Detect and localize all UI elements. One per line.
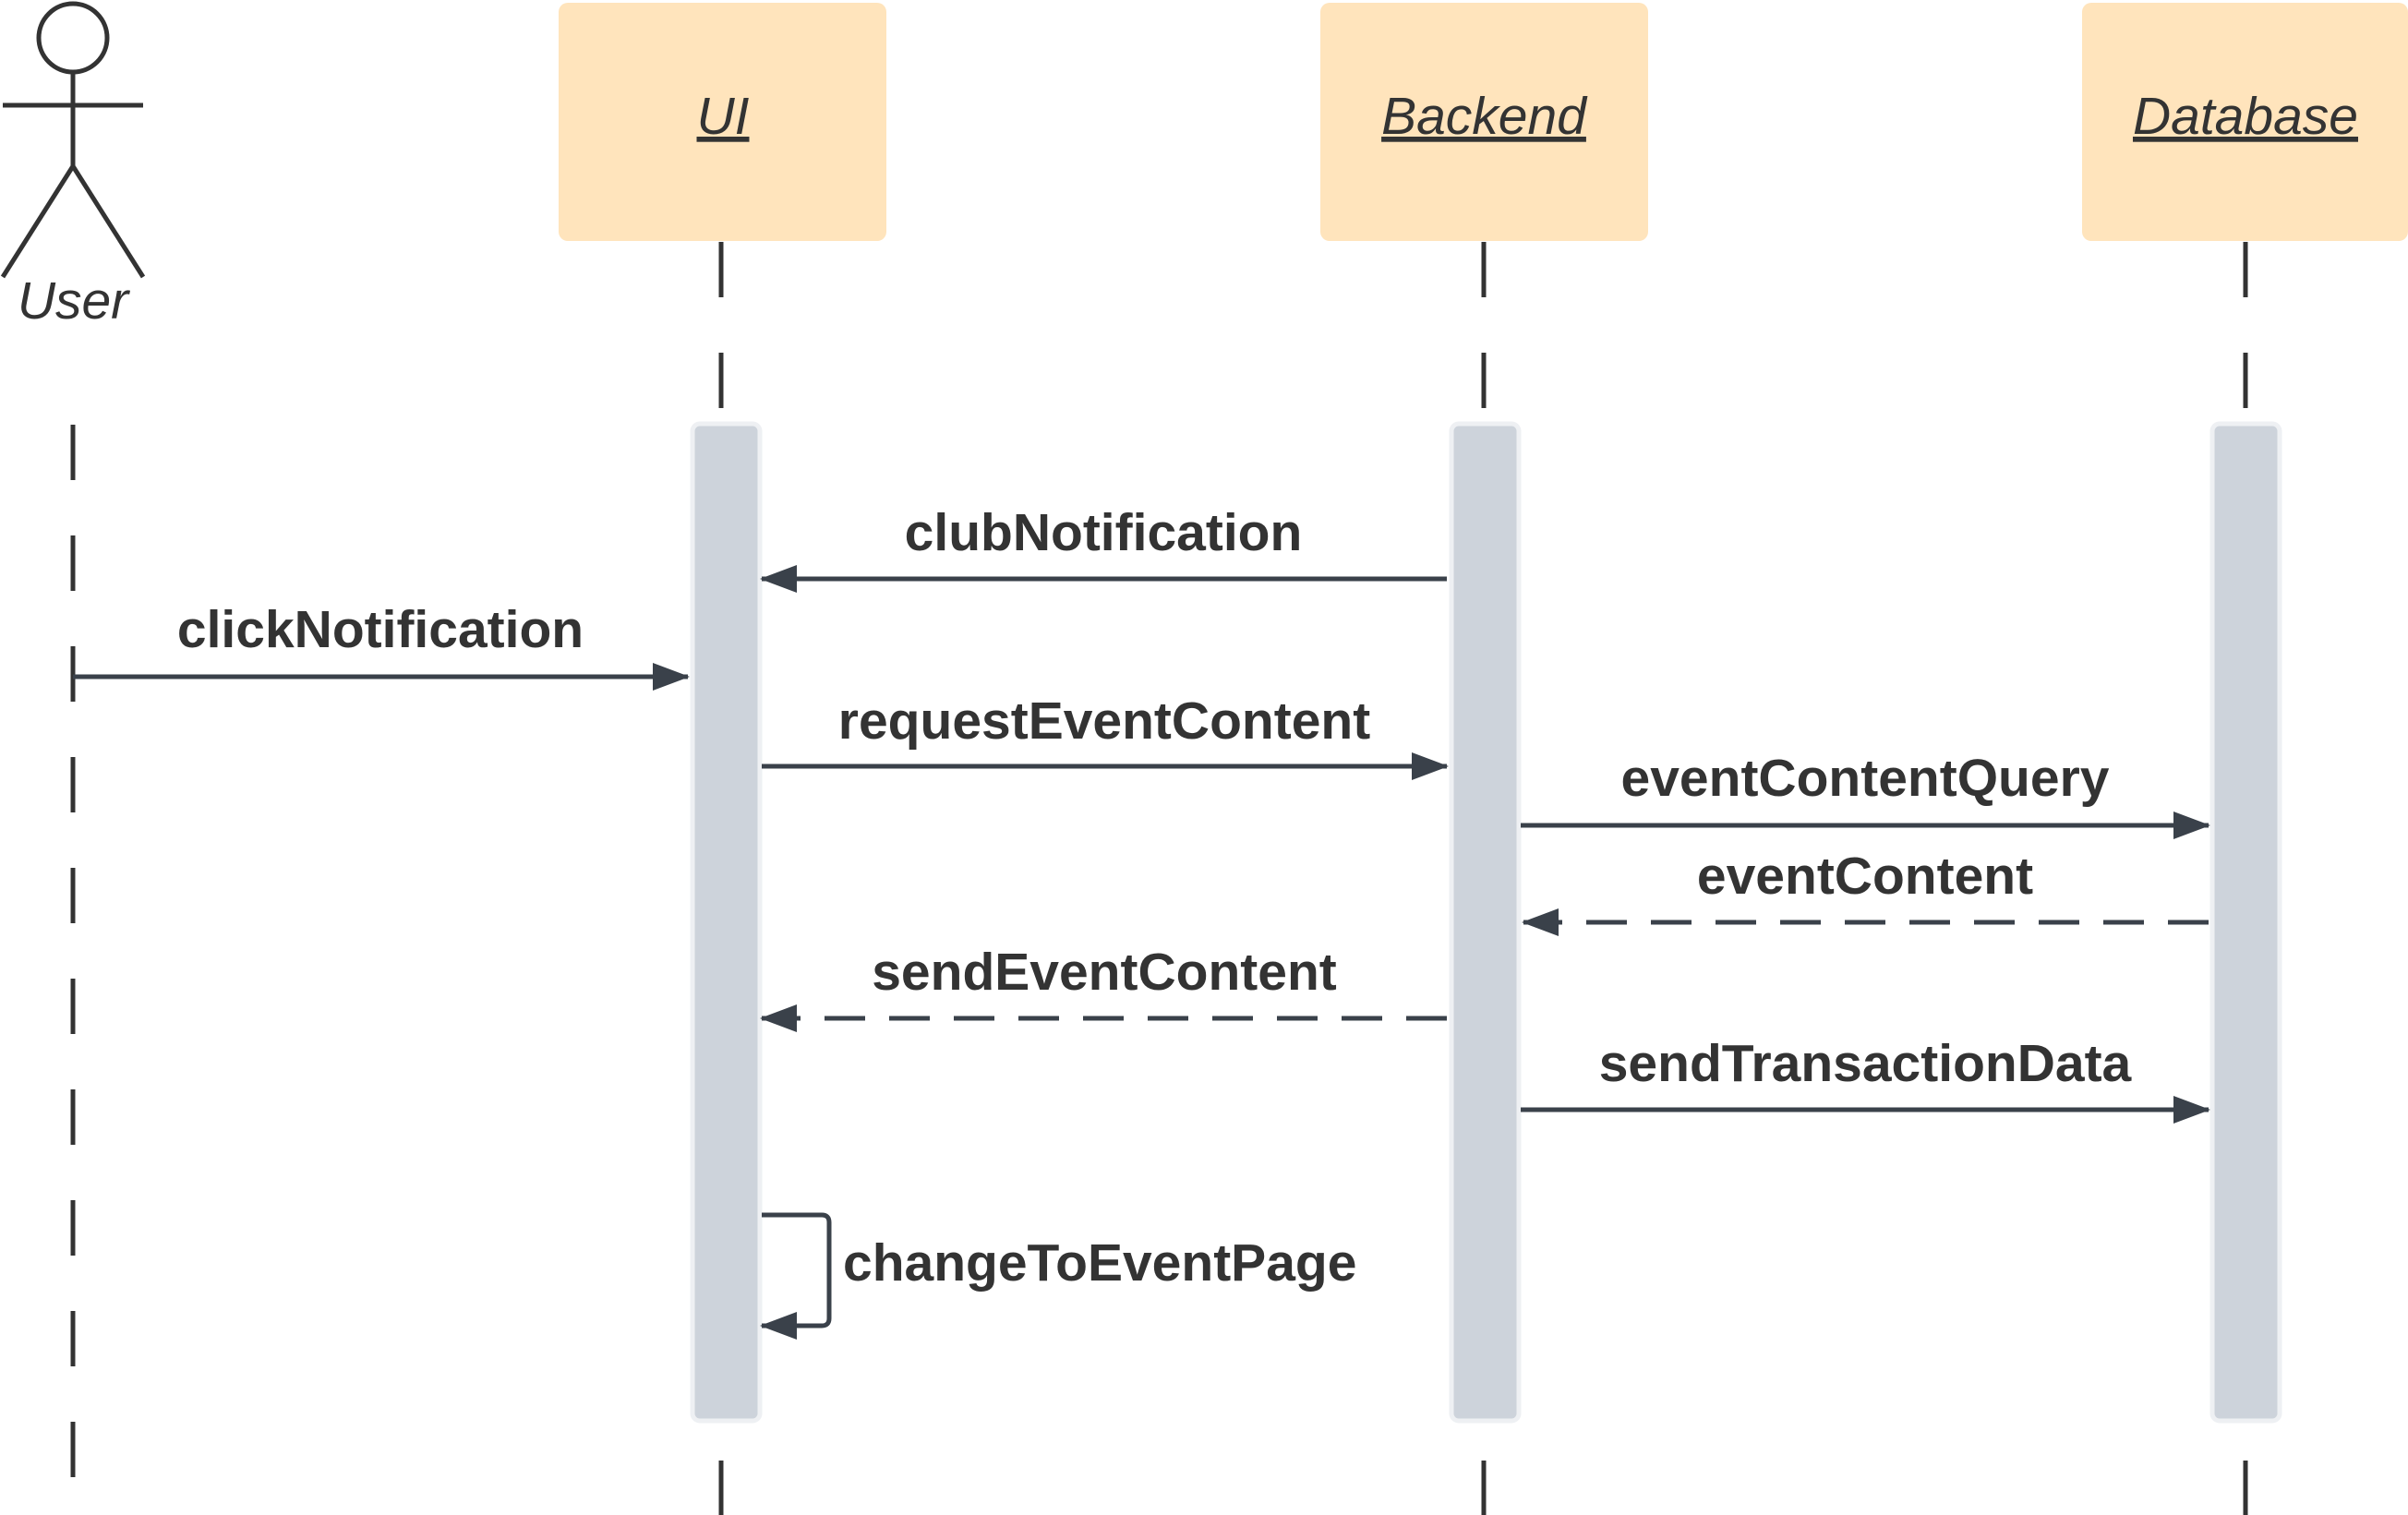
participant-label-database: Database — [2133, 87, 2358, 146]
activation-bar-ui — [690, 421, 763, 1424]
stick-figure-icon — [0, 1, 146, 279]
participant-backend: Backend — [1320, 3, 1648, 241]
participant-box — [1320, 3, 1648, 241]
message-event-content: eventContent — [1522, 847, 2209, 936]
message-label: sendTransactionData — [1599, 1034, 2133, 1093]
message-label: requestEventContent — [838, 691, 1370, 751]
message-request-event-content: requestEventContent — [762, 691, 1449, 780]
activation-bar-database — [2209, 421, 2282, 1424]
actor-user: User — [0, 1, 146, 331]
participant-label-ui: UI — [697, 87, 750, 146]
participant-box — [2082, 3, 2408, 241]
message-label: clickNotification — [177, 600, 584, 659]
message-label: eventContentQuery — [1621, 749, 2110, 808]
self-message-arrow — [760, 1212, 832, 1340]
message-club-notification: clubNotification — [760, 503, 1447, 593]
message-label: eventContent — [1697, 847, 2033, 906]
message-change-to-event-page: changeToEventPage — [760, 1212, 1356, 1340]
message-label: changeToEventPage — [843, 1233, 1356, 1293]
participant-ui: UI — [559, 3, 886, 241]
activation-bar-backend — [1449, 421, 1522, 1424]
message-label: sendEventContent — [872, 943, 1337, 1002]
message-label: clubNotification — [905, 503, 1303, 562]
participant-box — [559, 3, 886, 241]
participant-label-backend: Backend — [1381, 87, 1588, 146]
participant-database: Database — [2082, 3, 2408, 241]
message-send-event-content: sendEventContent — [760, 943, 1447, 1032]
message-event-content-query: eventContentQuery — [1521, 749, 2210, 839]
actor-label: User — [18, 271, 130, 331]
message-send-transaction-data: sendTransactionData — [1521, 1034, 2210, 1124]
message-click-notification: clickNotification — [73, 600, 690, 691]
